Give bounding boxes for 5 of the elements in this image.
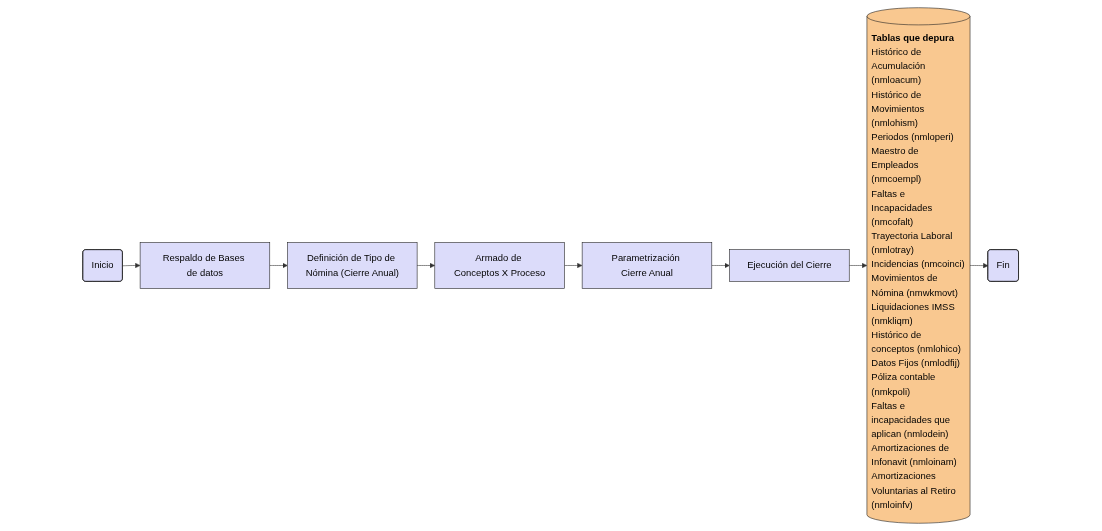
node-box: Armado de Conceptos X Proceso (434, 242, 566, 289)
node-box: Respaldo de Bases de datos (140, 242, 271, 289)
node-box: Definición de Tipo de Nómina (Cierre Anual) (287, 242, 418, 289)
node-box: Ejecución del Cierre (729, 249, 850, 282)
node-box: Parametrización Cierre Anual (582, 242, 713, 289)
